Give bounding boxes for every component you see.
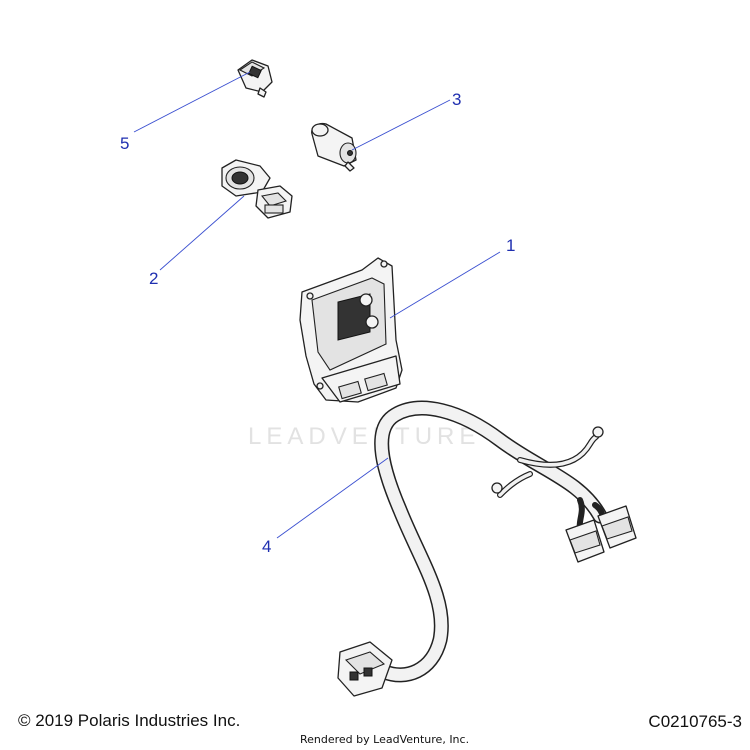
leader-line-5: [133, 71, 251, 133]
callout-5[interactable]: 5: [120, 134, 129, 153]
part-5-switch[interactable]: [237, 59, 273, 98]
callout-4[interactable]: 4: [262, 537, 271, 556]
callout-3[interactable]: 3: [452, 90, 461, 109]
diagram-code: C0210765-3: [648, 712, 742, 731]
part-4-wire-harness[interactable]: [337, 400, 637, 697]
part-3-sensor[interactable]: [311, 122, 357, 172]
leader-line-2: [159, 195, 245, 271]
part-2-key-switch[interactable]: [221, 159, 293, 219]
callout-1[interactable]: 1: [506, 236, 515, 255]
copyright-text: © 2019 Polaris Industries Inc.: [18, 711, 241, 730]
watermark-text: LEADVENTURE: [248, 423, 480, 450]
callout-2[interactable]: 2: [149, 269, 158, 288]
leader-line-3: [351, 99, 451, 151]
rendered-by-text: Rendered by LeadVenture, Inc.: [300, 733, 470, 746]
part-1-ecu[interactable]: [299, 257, 403, 403]
leader-line-4: [276, 457, 389, 539]
leader-line-1: [389, 251, 501, 319]
